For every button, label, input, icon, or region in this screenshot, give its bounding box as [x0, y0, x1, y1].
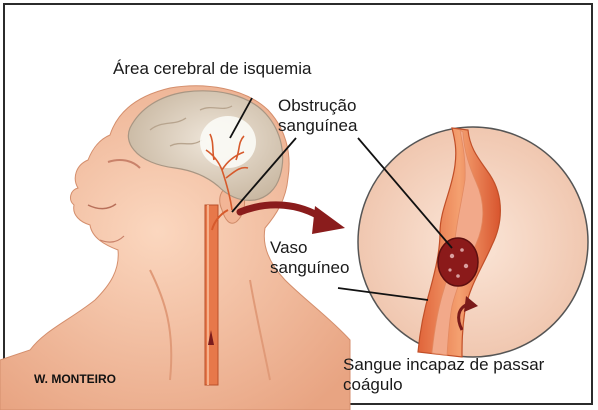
clot: [438, 238, 478, 286]
label-ischemia-area: Área cerebral de isquemia: [113, 59, 311, 79]
magnified-vessel-view: [358, 127, 588, 357]
label-vessel-line1: Vaso: [270, 238, 349, 258]
label-vessel: Vaso sanguíneo: [270, 238, 349, 277]
label-obstruction-line2: sanguínea: [278, 116, 357, 136]
label-blood-blocked: Sangue incapaz de passar coágulo: [343, 355, 544, 394]
label-blood-line1: Sangue incapaz de passar: [343, 355, 544, 375]
author-credit: W. MONTEIRO: [34, 372, 116, 386]
pointer-arrowhead: [312, 206, 345, 234]
label-obstruction-line1: Obstrução: [278, 96, 357, 116]
label-vessel-line2: sanguíneo: [270, 258, 349, 278]
label-obstruction: Obstrução sanguínea: [278, 96, 357, 135]
label-blood-line2: coágulo: [343, 375, 544, 395]
